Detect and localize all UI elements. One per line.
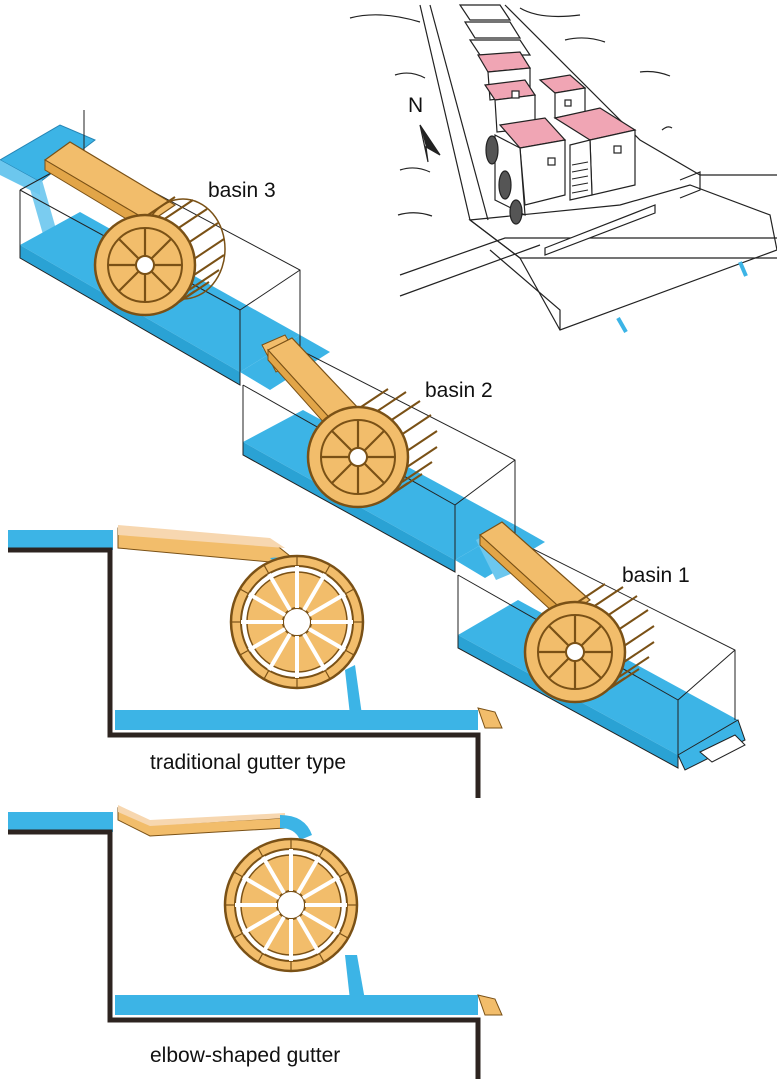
- water-wheel-icon: [229, 554, 365, 690]
- traditional-gutter-section: [8, 525, 503, 798]
- north-label: N: [408, 94, 423, 117]
- traditional-gutter-label: traditional gutter type: [150, 751, 346, 774]
- site-plan: [349, 4, 777, 331]
- site-buildings: [458, 4, 637, 225]
- basin-3-label: basin 3: [208, 179, 276, 202]
- basin-1-label: basin 1: [622, 564, 690, 587]
- basin-channel: [0, 110, 746, 771]
- site-drains: [616, 261, 748, 333]
- elbow-gutter-section: [8, 805, 503, 1079]
- north-arrow-icon: N: [408, 94, 441, 163]
- basin-2-label: basin 2: [425, 379, 493, 402]
- elbow-gutter-label: elbow-shaped gutter: [150, 1044, 340, 1067]
- water-wheel-icon: [223, 837, 359, 973]
- water-wheel-icon: [93, 196, 226, 317]
